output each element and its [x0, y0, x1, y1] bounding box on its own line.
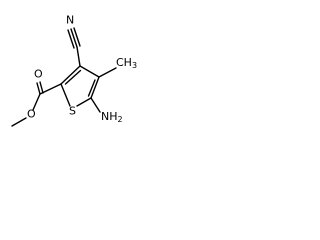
atom-label-layer: N CH3 O O S NH2 [27, 14, 137, 124]
bond-o-methyl [11, 117, 27, 127]
atom-label-sulfur: S [69, 105, 76, 118]
atom-label-methyl: CH3 [116, 56, 137, 70]
atom-label-amino: NH2 [101, 110, 123, 124]
bond-c4-methyl [98, 67, 117, 78]
bond-cyano-triple-b [67, 29, 75, 49]
amino-subscript-text: 2 [118, 115, 123, 124]
bond-c5-amino [90, 97, 101, 113]
bond-cyano-triple-c [73, 27, 81, 47]
bond-layer [11, 27, 117, 127]
chemical-structure: N CH3 O O S NH2 [11, 14, 137, 127]
atom-label-ester-o-single: O [27, 108, 36, 121]
bond-c5-s [76, 97, 92, 107]
bond-c3-cyano [76, 46, 81, 67]
bond-c4-c5 [90, 76, 100, 99]
methyl-main-text: CH [116, 56, 132, 69]
bond-cyano-triple-a [70, 28, 78, 48]
bond-c2-c3 [60, 65, 81, 85]
atom-label-ester-o-double: O [34, 68, 43, 81]
amino-main-text: NH [101, 110, 118, 123]
bond-carbonyl-double-b [39, 81, 44, 94]
bond-c3-c4 [79, 65, 100, 78]
bond-c4-c5-inner [87, 79, 96, 97]
bond-s-c2 [60, 83, 71, 107]
bond-carbonyl-double-a [36, 82, 41, 95]
bond-carbonyl-o [32, 93, 41, 111]
bond-c2-c3-inner [64, 69, 82, 85]
methyl-subscript-text: 3 [132, 61, 137, 70]
atom-label-cyano-n: N [66, 14, 74, 27]
